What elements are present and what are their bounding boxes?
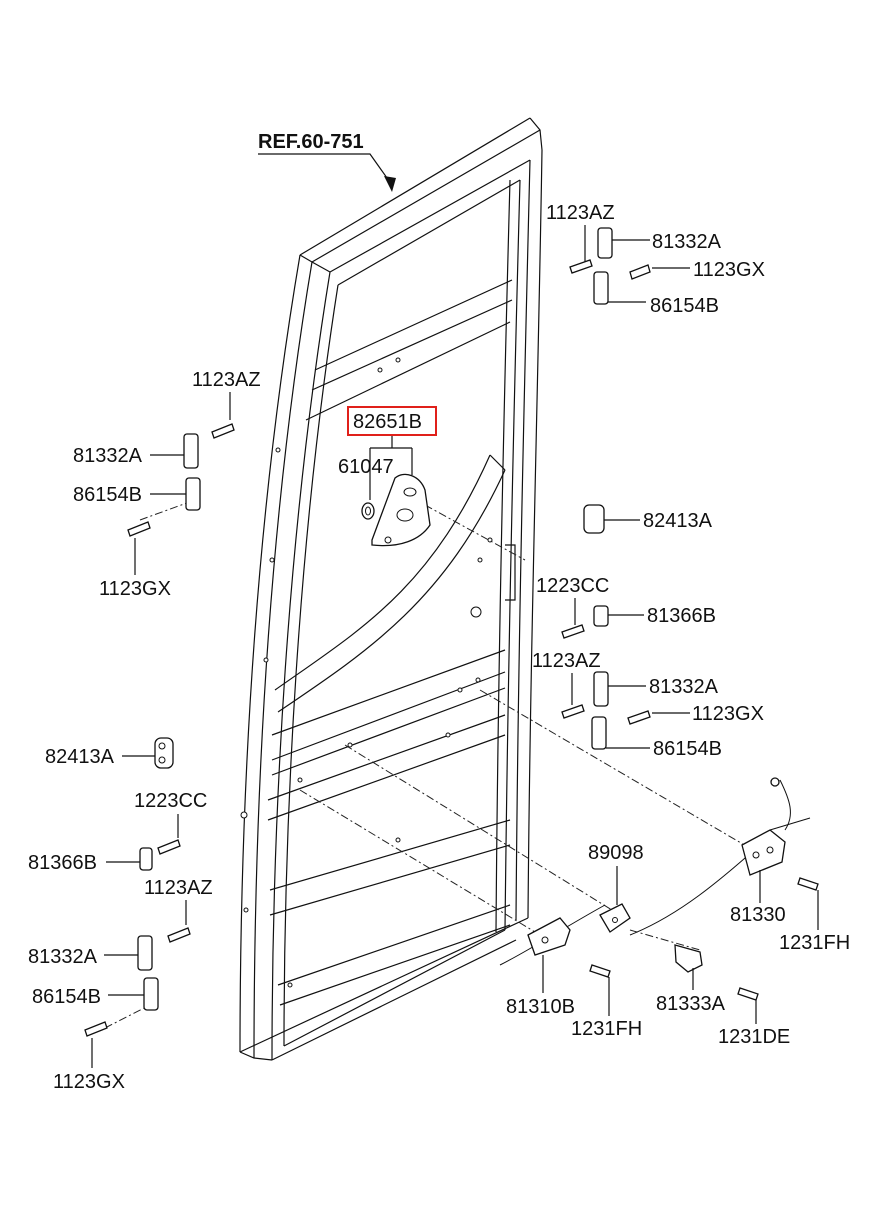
bolt-1223cc-right: [561, 624, 585, 639]
ref-arrow: [258, 153, 396, 192]
label-1123gx-mid-right: 1123GX: [692, 703, 764, 725]
label-1123gx-low-left: 1123GX: [53, 1071, 125, 1093]
hinge-86154b-left: [185, 477, 201, 511]
bolt-1223cc-left: [157, 839, 181, 855]
low-left-hinge-group[interactable]: 1123AZ 81332A 86154B 1123GX: [28, 877, 213, 1093]
label-1123az-low-left: 1123AZ: [144, 877, 213, 899]
label-81366b-left: 81366B: [28, 852, 97, 874]
label-81332a-left: 81332A: [73, 445, 143, 467]
label-81330: 81330: [730, 904, 786, 926]
label-81332a-mid-right: 81332A: [649, 676, 719, 698]
left-81366b-group[interactable]: 1223CC 81366B: [28, 790, 207, 874]
label-1223cc-right: 1223CC: [536, 575, 609, 597]
hinge-86154b-mid-right: [591, 716, 607, 750]
bolt-1123az-left: [211, 423, 235, 439]
label-86154b-low-left: 86154B: [32, 986, 101, 1008]
latch-81330: [741, 829, 786, 876]
bottom-latch-group[interactable]: 81330 1231FH 89098 81310B 1231FH 81333A …: [499, 777, 850, 1048]
hinge-86154b-low-left: [143, 977, 159, 1011]
label-89098: 89098: [588, 842, 644, 864]
bolt-1123gx-top-right: [629, 264, 651, 280]
label-86154b-left: 86154B: [73, 484, 142, 506]
label-1231fh-mid: 1231FH: [571, 1018, 642, 1040]
bolt-1231fh-right: [797, 877, 819, 891]
bolt-1123az-mid-right: [561, 704, 585, 719]
label-82651b: 82651B: [353, 411, 422, 433]
label-86154b-mid-right: 86154B: [653, 738, 722, 760]
bolt-1123az-low-left: [167, 927, 191, 943]
label-81332a-top-right: 81332A: [652, 231, 722, 253]
label-1123gx-top-right: 1123GX: [693, 259, 765, 281]
label-1123az-mid-right: 1123AZ: [532, 650, 601, 672]
bolt-1231fh-mid: [589, 964, 611, 978]
label-1123gx-left: 1123GX: [99, 578, 171, 600]
label-82413a-left: 82413A: [45, 746, 115, 768]
door-frame: [239, 117, 543, 1061]
part-82651b-callout[interactable]: 82651B 61047: [338, 406, 437, 547]
mid-right-hinge-group[interactable]: 1123AZ 81332A 1123GX 86154B: [532, 650, 764, 760]
hinge-81332a-left: [183, 433, 199, 469]
bolt-1123gx-mid-right: [627, 710, 651, 725]
label-1223cc-left: 1223CC: [134, 790, 207, 812]
ref-label: REF.60-751: [258, 131, 364, 153]
bolt-1123az-top-right: [569, 259, 593, 274]
label-81332a-low-left: 81332A: [28, 946, 98, 968]
stopper-81366b-left: [139, 847, 153, 871]
hinge-81332a-low-left: [137, 935, 153, 971]
label-82413a-right: 82413A: [643, 510, 713, 532]
right-82413a-group[interactable]: 82413A: [583, 504, 713, 534]
knob-81333a: [674, 944, 703, 973]
left-hinge-group[interactable]: 1123AZ 81332A 86154B 1123GX: [73, 369, 261, 600]
bolt-1123gx-left: [127, 521, 151, 537]
label-81333a: 81333A: [656, 993, 726, 1015]
label-86154b-top-right: 86154B: [650, 295, 719, 317]
bolt-1123gx-low-left: [84, 1021, 108, 1037]
hinge-81332a-mid-right: [593, 671, 609, 707]
label-81366b-right: 81366B: [647, 605, 716, 627]
label-1123az-top-right: 1123AZ: [546, 202, 615, 224]
top-right-hinge-group[interactable]: 1123AZ 81332A 1123GX 86154B: [546, 202, 765, 317]
hinge-86154b-top-right: [593, 271, 609, 305]
stopper-81366b-right: [593, 605, 609, 627]
left-82413a-group[interactable]: 82413A: [45, 737, 174, 769]
bumper-82413a-right: [583, 504, 605, 534]
label-61047: 61047: [338, 456, 394, 478]
bolt-1231de: [737, 987, 759, 1001]
label-81310b: 81310B: [506, 996, 575, 1018]
label-1231de: 1231DE: [718, 1026, 790, 1048]
bumper-82413a-left: [154, 737, 174, 769]
highlight-box: [347, 406, 437, 436]
label-1231fh-right: 1231FH: [779, 932, 850, 954]
label-1123az-left: 1123AZ: [192, 369, 261, 391]
latch-81310b: [527, 917, 571, 956]
hinge-81332a-top-right: [597, 227, 613, 259]
right-81366b-group[interactable]: 1223CC 81366B: [536, 575, 716, 639]
